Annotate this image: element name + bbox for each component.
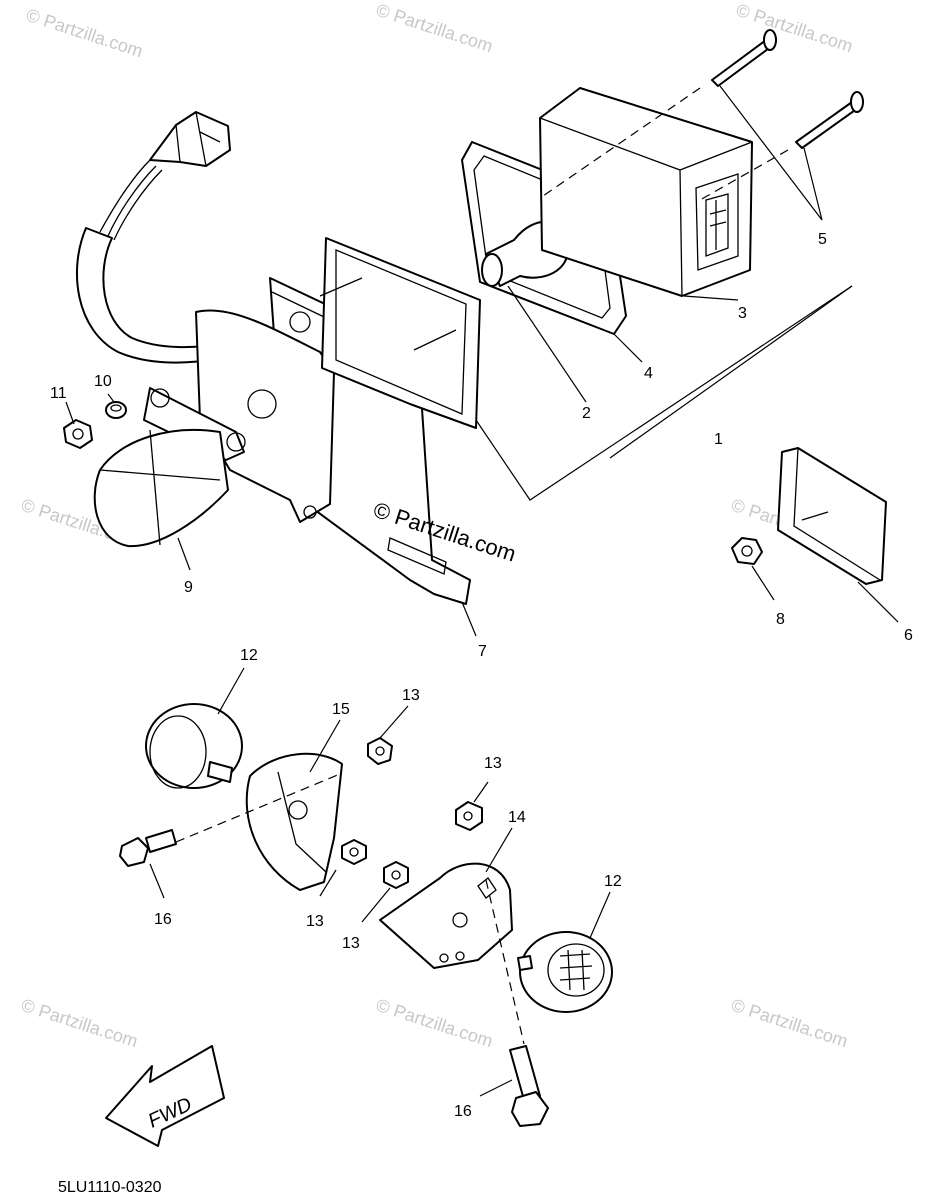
part-code: 5LU1110-0320 bbox=[58, 1179, 162, 1196]
reflector bbox=[777, 447, 887, 585]
callout-5: 5 bbox=[818, 231, 827, 248]
watermark-top-right: © Partzilla.com bbox=[734, 0, 856, 56]
nut-13-lower bbox=[383, 861, 409, 889]
flasher-left bbox=[145, 703, 243, 789]
assembly-line-right bbox=[485, 879, 525, 1045]
mud-flap-mount bbox=[93, 309, 335, 548]
nut-13-top bbox=[367, 737, 393, 765]
watermark-top-center: © Partzilla.com bbox=[374, 0, 496, 56]
leader-lines bbox=[65, 85, 899, 1097]
fwd-arrow: FWD bbox=[105, 1045, 225, 1147]
callout-13-upper-right: 13 bbox=[484, 755, 502, 772]
callout-2: 2 bbox=[582, 405, 591, 422]
callout-12-right: 12 bbox=[604, 873, 622, 890]
callout-16-left: 16 bbox=[154, 911, 172, 928]
callout-13-top: 13 bbox=[402, 687, 420, 704]
wiring-harness bbox=[76, 111, 231, 364]
callout-8: 8 bbox=[776, 611, 785, 628]
callout-13-middle: 13 bbox=[306, 913, 324, 930]
callout-14: 14 bbox=[508, 809, 526, 826]
watermark-bottom-center: © Partzilla.com bbox=[374, 995, 496, 1052]
callout-12-left: 12 bbox=[240, 647, 258, 664]
callout-4: 4 bbox=[644, 365, 653, 382]
flasher-bracket-15 bbox=[245, 752, 343, 891]
reflector-nut bbox=[731, 537, 763, 565]
callout-16-right: 16 bbox=[454, 1103, 472, 1120]
lamp-housing bbox=[539, 87, 753, 297]
callout-7: 7 bbox=[478, 643, 487, 660]
callout-11: 11 bbox=[50, 385, 67, 402]
callouts: 1 2 3 4 5 6 7 8 9 10 11 12 12 13 13 13 1… bbox=[50, 231, 913, 1120]
watermark-top-left: © Partzilla.com bbox=[24, 5, 146, 62]
nut-13-upper-right bbox=[455, 801, 483, 831]
callout-1: 1 bbox=[714, 431, 723, 448]
watermark-bottom-right: © Partzilla.com bbox=[729, 995, 851, 1052]
watermark-bottom-left: © Partzilla.com bbox=[19, 995, 141, 1052]
flasher-right bbox=[517, 931, 613, 1013]
callout-9: 9 bbox=[184, 579, 193, 596]
nut-13-middle bbox=[341, 839, 367, 865]
bolt-16-right bbox=[509, 1045, 549, 1127]
taillight-base bbox=[319, 237, 481, 429]
collar-10 bbox=[105, 401, 127, 419]
nut-11 bbox=[63, 419, 93, 449]
screws bbox=[539, 29, 864, 201]
callout-3: 3 bbox=[738, 305, 747, 322]
callout-10: 10 bbox=[94, 373, 112, 390]
callout-15: 15 bbox=[332, 701, 350, 718]
callout-13-lower: 13 bbox=[342, 935, 360, 952]
callout-6: 6 bbox=[904, 627, 913, 644]
bolt-16-left bbox=[119, 829, 177, 867]
